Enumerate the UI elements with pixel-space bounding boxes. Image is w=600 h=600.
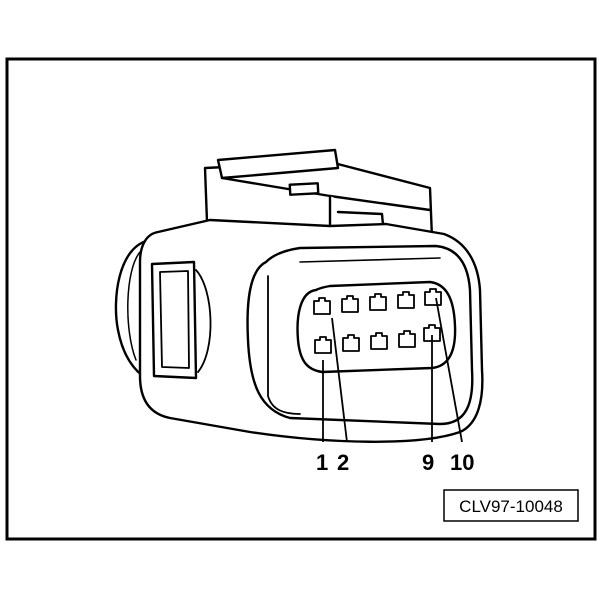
reference-code-box [443, 489, 579, 522]
contact-cavities [313, 288, 442, 354]
leader-line-pin-2 [331, 317, 348, 443]
top-latch-rail [216, 148, 340, 180]
pin-label-10: 10 [450, 450, 474, 475]
contact-cavity [369, 293, 387, 311]
contact-cavity [342, 334, 360, 352]
pin-label-2: 2 [337, 450, 349, 475]
leader-lines [322, 297, 463, 443]
contact-cavity [314, 336, 332, 354]
contact-cavity [424, 288, 442, 306]
leader-line-pin-10 [435, 297, 463, 443]
contact-cavity [423, 324, 441, 342]
contact-cavity [341, 295, 359, 313]
contact-cavity [397, 291, 415, 309]
latch-slot [288, 182, 320, 196]
reference-code: CLV97-10048 [459, 497, 563, 516]
rear-cable-boot-inner [127, 251, 141, 361]
pin-label-9: 9 [422, 450, 434, 475]
contact-cavity [398, 330, 416, 348]
pin-label-1: 1 [316, 450, 328, 475]
contact-cavity [313, 297, 331, 315]
side-clip-inner [159, 270, 190, 369]
front-face-inner-rim [267, 275, 301, 415]
side-clip-tab [195, 269, 212, 373]
pin-carrier-top-edge [299, 257, 441, 263]
contact-cavity [370, 332, 388, 350]
side-locking-clip [150, 260, 198, 380]
connector-housing [114, 148, 484, 443]
pin-carrier [296, 280, 457, 374]
